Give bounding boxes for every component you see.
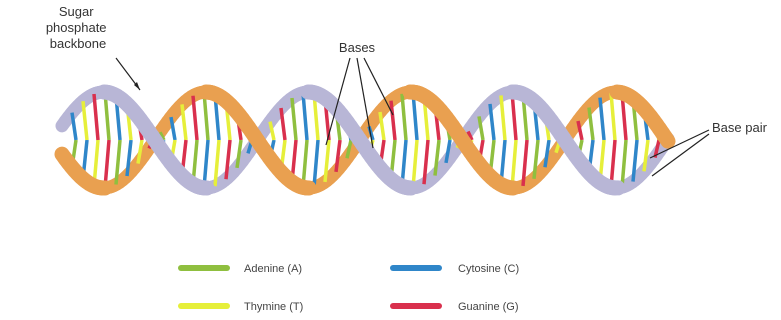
legend-swatch-thymine	[178, 303, 230, 309]
base-rung	[94, 94, 98, 140]
base-rung	[391, 101, 395, 140]
bases-label: Bases	[339, 40, 376, 55]
legend: Adenine (A) Cytosine (C) Thymine (T) Gua…	[178, 263, 519, 313]
backbone-label-line-3: backbone	[50, 36, 106, 51]
base-rung	[501, 95, 505, 140]
base-rung	[600, 98, 604, 140]
base-rung	[292, 98, 296, 140]
backbone-label-line-1: Sugar	[59, 4, 94, 19]
base-pair-label: Base pair	[712, 120, 768, 135]
legend-label-cytosine: Cytosine (C)	[458, 263, 519, 275]
backbone-label: Sugar phosphate backbone	[46, 4, 110, 51]
legend-label-adenine: Adenine (A)	[244, 263, 302, 275]
base-rung	[303, 93, 307, 140]
base-rung	[402, 94, 406, 140]
base-rung	[83, 101, 87, 140]
backbone-label-line-2: phosphate	[46, 20, 107, 35]
base-rung	[193, 96, 197, 140]
base-rung	[611, 93, 615, 140]
legend-swatch-cytosine	[390, 265, 442, 271]
legend-label-guanine: Guanine (G)	[458, 301, 519, 313]
legend-label-thymine: Thymine (T)	[244, 301, 303, 313]
orange-backbone-segment	[665, 137, 668, 141]
legend-swatch-guanine	[390, 303, 442, 309]
legend-swatch-adenine	[178, 265, 230, 271]
